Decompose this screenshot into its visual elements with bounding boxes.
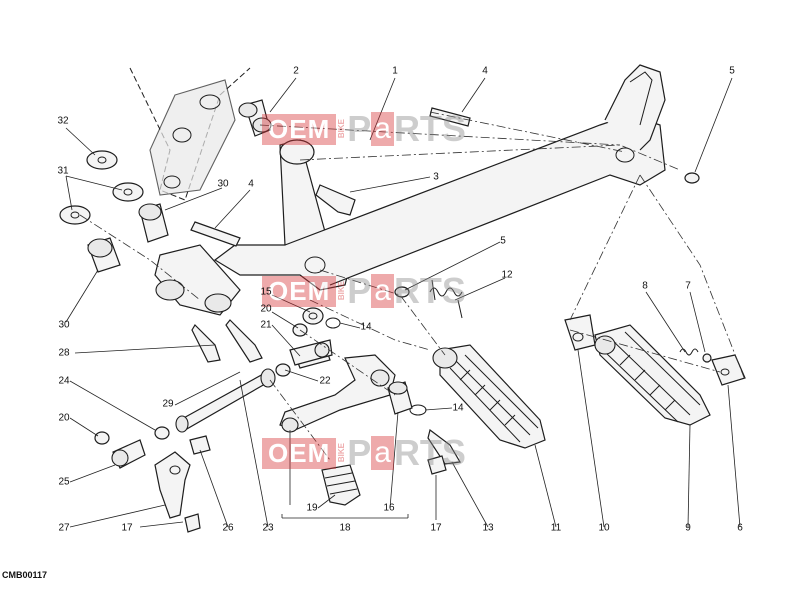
assembly-centerlines bbox=[79, 111, 746, 461]
callout-13: 13 bbox=[482, 522, 494, 534]
callout-7: 7 bbox=[685, 280, 691, 292]
callout-16: 16 bbox=[383, 502, 395, 514]
group-bracket-18 bbox=[281, 514, 409, 519]
springs bbox=[429, 279, 699, 356]
callout-8: 8 bbox=[642, 280, 648, 292]
callout-20-mid: 20 bbox=[260, 303, 272, 315]
pins-bolts bbox=[175, 107, 471, 533]
callout-19: 19 bbox=[306, 502, 318, 514]
callout-5-top: 5 bbox=[729, 65, 735, 77]
callout-10: 10 bbox=[598, 522, 610, 534]
footrest-bracket bbox=[154, 64, 666, 316]
callout-25: 25 bbox=[58, 476, 70, 488]
callout-27: 27 bbox=[58, 522, 70, 534]
callout-23: 23 bbox=[262, 522, 274, 534]
callout-12: 12 bbox=[501, 269, 513, 281]
footpeg-right bbox=[564, 314, 746, 426]
callout-24: 24 bbox=[58, 375, 70, 387]
callout-22: 22 bbox=[319, 375, 331, 387]
callout-5-mid: 5 bbox=[500, 235, 506, 247]
callout-4-mid: 4 bbox=[248, 178, 254, 190]
callout-15: 15 bbox=[260, 286, 272, 298]
callout-18: 18 bbox=[339, 522, 351, 534]
callout-17-right: 17 bbox=[430, 522, 442, 534]
callout-9: 9 bbox=[685, 522, 691, 534]
callout-6: 6 bbox=[737, 522, 743, 534]
callout-28: 28 bbox=[58, 347, 70, 359]
leader-lines bbox=[65, 77, 741, 528]
callout-14-mid: 14 bbox=[360, 321, 372, 333]
callout-20-low: 20 bbox=[58, 412, 70, 424]
callout-11: 11 bbox=[550, 522, 562, 534]
callout-1: 1 bbox=[392, 65, 398, 77]
callout-21: 21 bbox=[260, 319, 272, 331]
callout-31: 31 bbox=[57, 165, 69, 177]
callout-26: 26 bbox=[222, 522, 234, 534]
frame-section bbox=[129, 67, 251, 201]
callout-4-top: 4 bbox=[482, 65, 488, 77]
callout-30-top: 30 bbox=[217, 178, 229, 190]
callout-3: 3 bbox=[433, 171, 439, 183]
diagram-code: CMB00117 bbox=[2, 570, 48, 580]
callout-2: 2 bbox=[293, 65, 299, 77]
callout-30-low: 30 bbox=[58, 319, 70, 331]
callout-17-left: 17 bbox=[121, 522, 133, 534]
callout-14-low: 14 bbox=[452, 402, 464, 414]
spacers-left bbox=[59, 99, 272, 273]
callout-29: 29 bbox=[162, 398, 174, 410]
gear-lever bbox=[279, 354, 413, 506]
shift-linkage bbox=[111, 339, 333, 519]
footpeg-center bbox=[432, 344, 546, 449]
nuts-washers bbox=[94, 172, 700, 445]
callout-32: 32 bbox=[57, 115, 69, 127]
